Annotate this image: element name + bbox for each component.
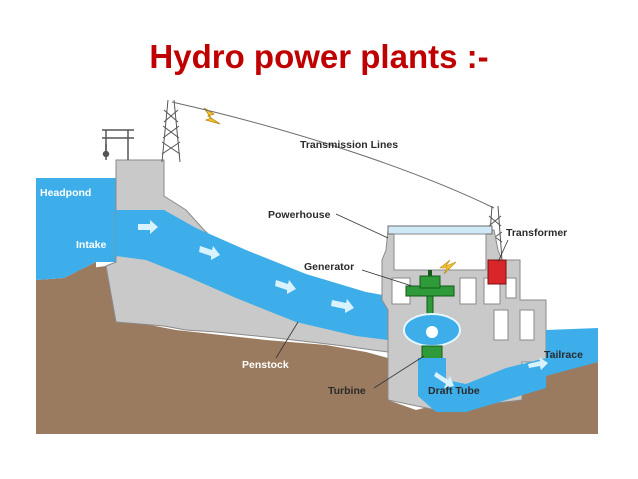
slide-title: Hydro power plants :-	[149, 38, 489, 75]
generator-icon	[405, 270, 455, 297]
label-headpond: Headpond	[40, 187, 91, 199]
leader-powerhouse	[335, 213, 389, 239]
window-6	[519, 309, 535, 341]
window-4	[505, 277, 517, 299]
label-turbine: Turbine	[328, 385, 366, 397]
leader-transformer	[497, 239, 509, 263]
headpond-water	[36, 178, 116, 280]
draft-tube-water	[418, 358, 546, 412]
label-penstock: Penstock	[242, 359, 289, 371]
label-generator: Generator	[304, 261, 354, 273]
gantry-crane	[102, 129, 134, 160]
transmission-tower-left	[161, 100, 181, 163]
leader-penstock	[275, 321, 299, 359]
leader-turbine	[373, 355, 425, 389]
window-5	[493, 309, 509, 341]
label-draft-tube: Draft Tube	[428, 385, 480, 397]
leader-generator	[361, 269, 413, 287]
generator-spark-icon	[439, 259, 457, 275]
label-tailrace: Tailrace	[544, 349, 583, 361]
powerhouse-interior	[393, 233, 487, 271]
label-transmission-lines: Transmission Lines	[300, 139, 398, 151]
transformer-icon	[487, 259, 507, 285]
label-transformer: Transformer	[506, 227, 567, 239]
window-2	[459, 277, 477, 305]
label-intake: Intake	[76, 239, 107, 251]
flow-arrows	[138, 220, 354, 313]
lightning-icon	[203, 107, 221, 125]
tailrace-water	[546, 328, 598, 376]
powerhouse-roof	[387, 225, 493, 235]
hydro-plant-diagram: Transmission Lines Headpond Powerhouse T…	[36, 100, 598, 434]
penstock-water	[116, 210, 388, 340]
draft-tube-arrows	[434, 357, 548, 388]
ground-lower	[76, 266, 598, 434]
transmission-line-wire	[171, 101, 495, 209]
label-powerhouse: Powerhouse	[268, 209, 331, 221]
